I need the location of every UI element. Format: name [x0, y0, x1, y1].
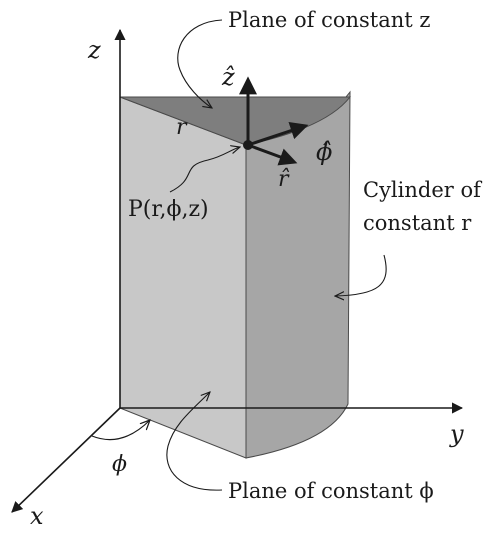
cylinder-face — [245, 90, 351, 459]
plane-constant-z-label: Plane of constant z — [228, 8, 430, 32]
unit-phi-arrow — [247, 122, 309, 147]
axis-x-label: x — [30, 502, 44, 530]
axis-z-label: z — [87, 36, 101, 64]
radius-label: r — [176, 115, 188, 140]
unit-z-label: ẑ — [221, 63, 235, 91]
leader-cylinder — [335, 254, 387, 296]
leader-plane-z — [177, 19, 223, 108]
axis-y-label: y — [449, 420, 464, 448]
leader-point-p — [169, 147, 240, 193]
phi-angle-label: ϕ — [112, 452, 127, 477]
front-face — [119, 96, 247, 459]
cylinder-label-line1: Cylinder of — [363, 178, 483, 202]
phi-angle-arc — [91, 420, 150, 441]
unit-r-label: r̂ — [278, 167, 290, 192]
unit-r-arrow — [247, 143, 298, 166]
x-axis — [11, 407, 121, 513]
leader-plane-phi — [166, 392, 223, 491]
cylinder-label-line2: constant r — [363, 211, 472, 235]
point-p-dot — [243, 140, 253, 150]
plane-constant-phi-label: Plane of constant ϕ — [228, 479, 434, 503]
point-p-label: P(r,ϕ,z) — [128, 197, 209, 222]
unit-phi-label: ϕ̂ — [316, 138, 332, 166]
